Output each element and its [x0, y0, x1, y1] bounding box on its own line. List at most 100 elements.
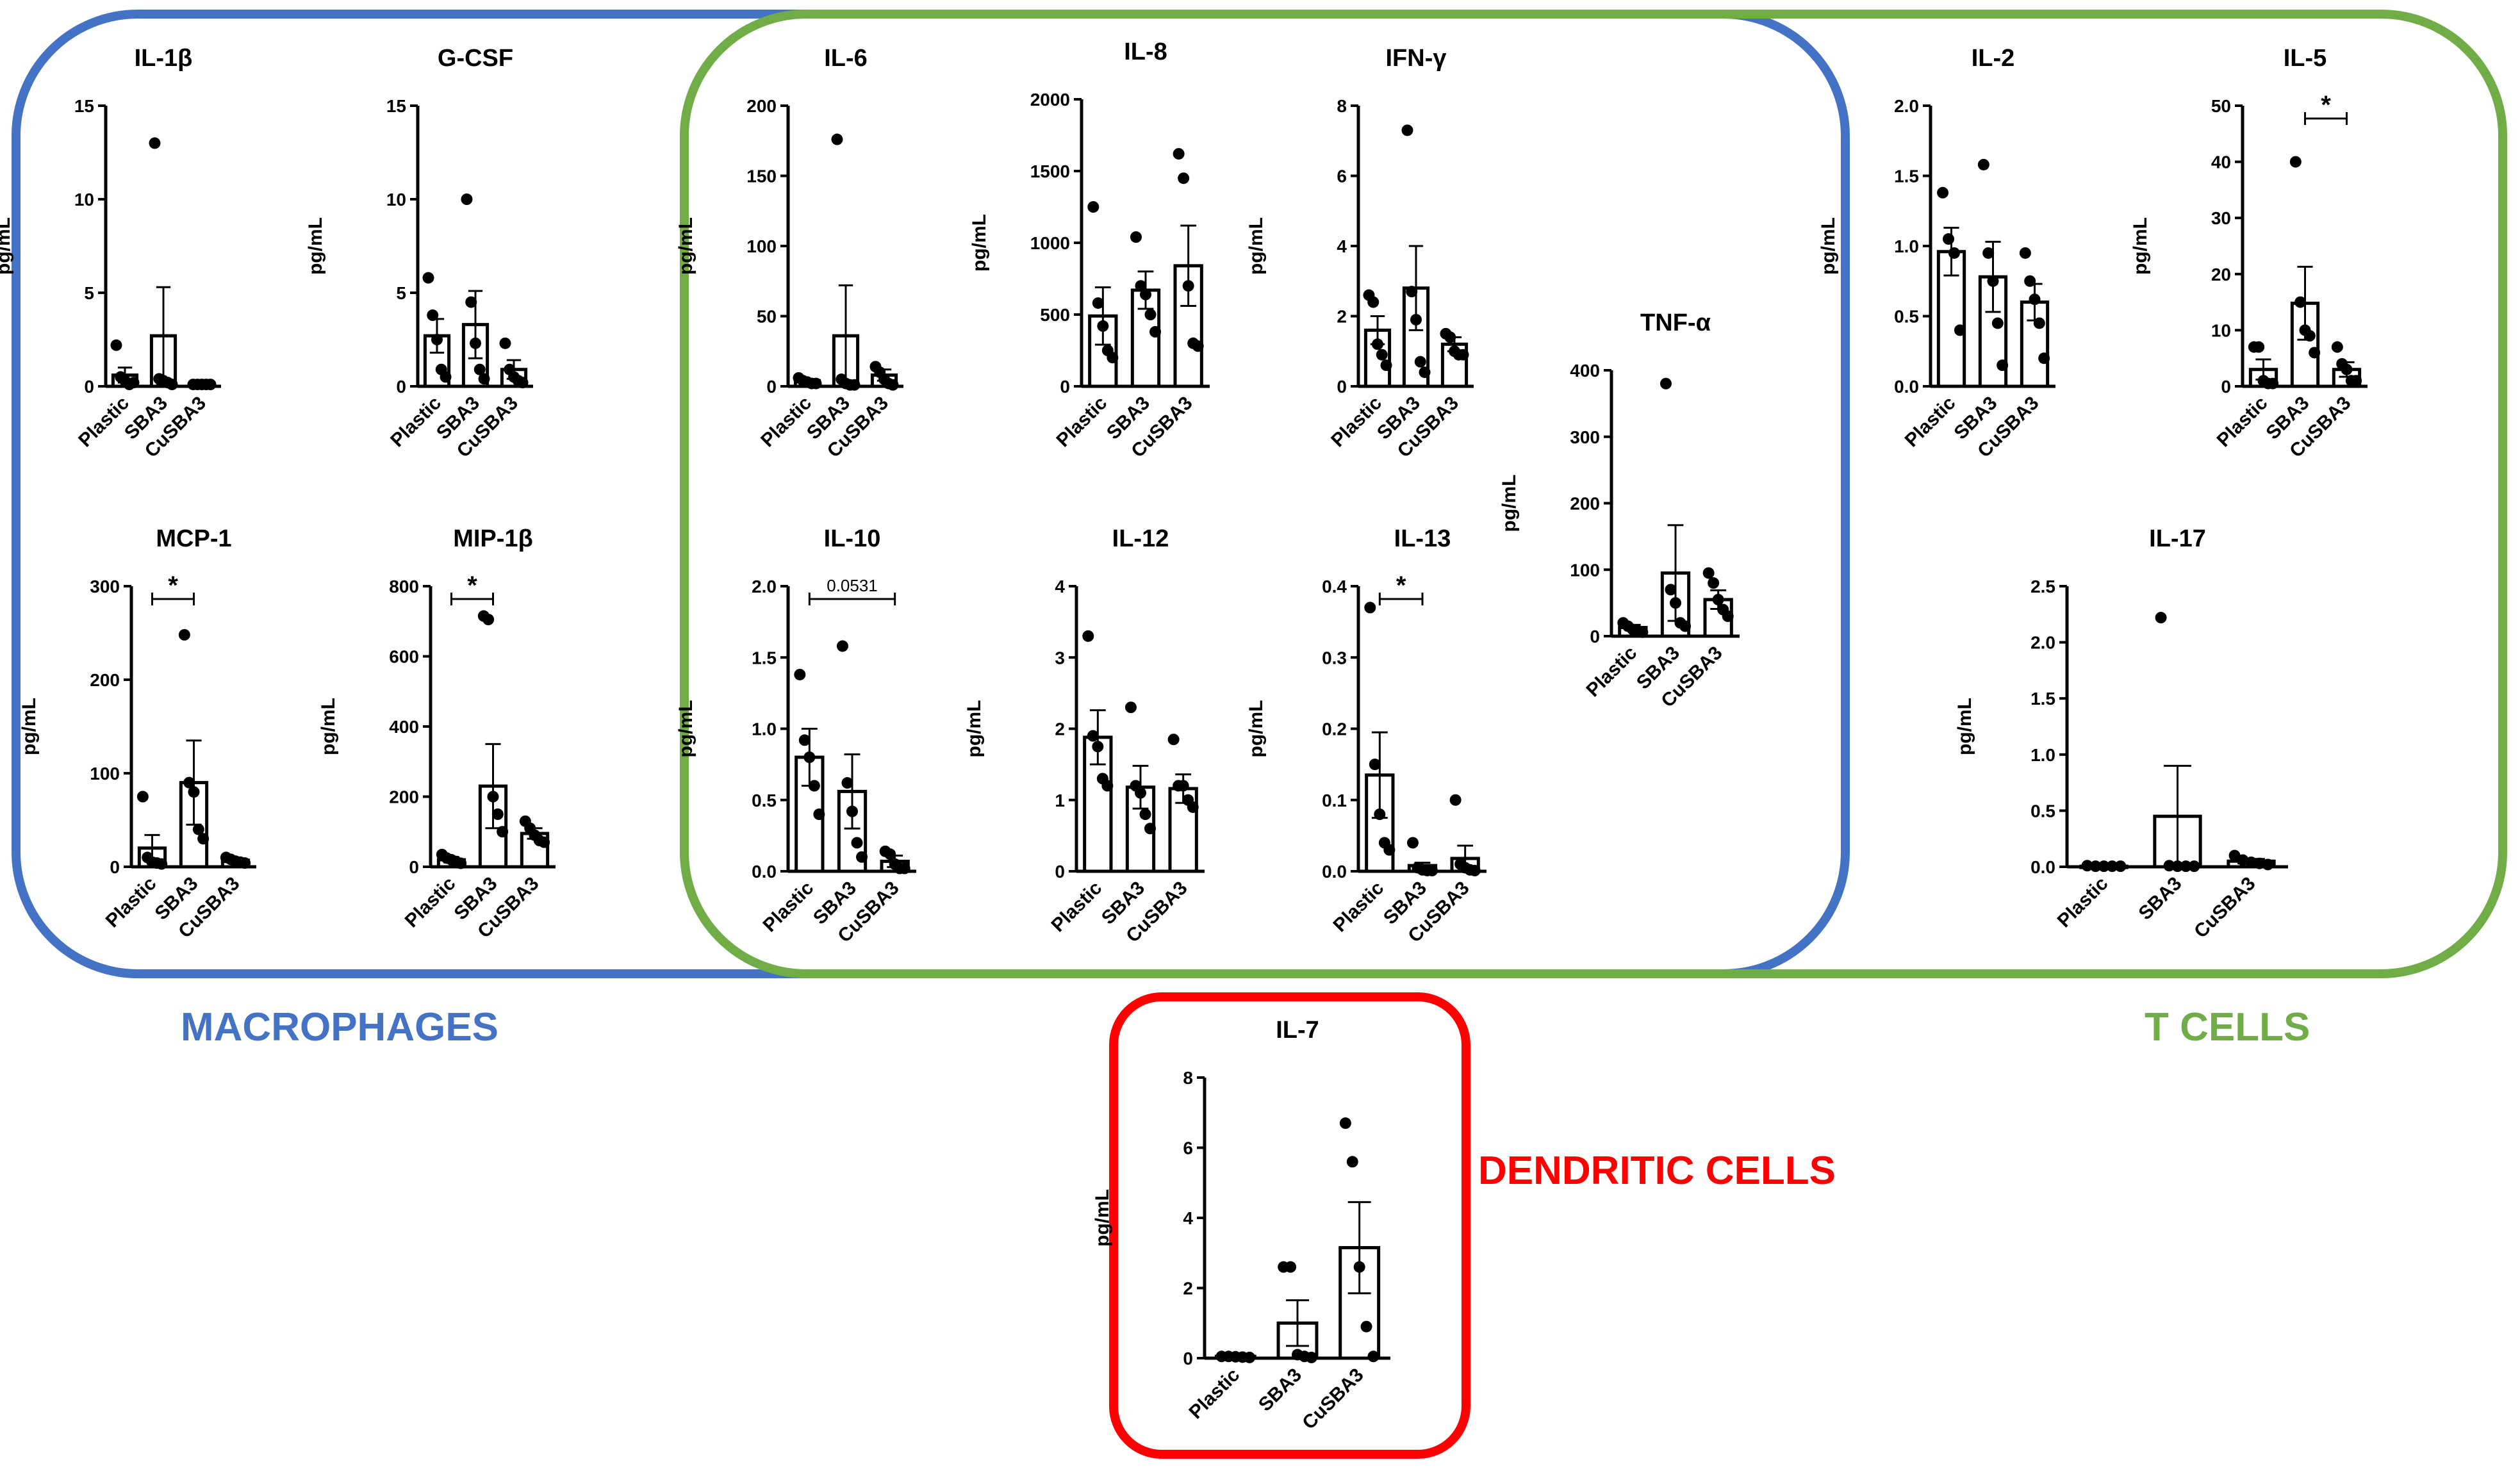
data-point: [1097, 320, 1109, 332]
y-tick-label: 2: [1337, 307, 1347, 327]
data-point: [1376, 349, 1388, 361]
chart-title: IL-8: [1124, 38, 1167, 65]
y-tick-label: 6: [1337, 167, 1347, 186]
y-tick-label: 0.0: [2030, 857, 2055, 877]
data-point: [538, 836, 550, 848]
data-point: [831, 133, 843, 145]
data-point: [1410, 313, 1422, 325]
y-tick-label: 6: [1183, 1138, 1193, 1158]
y-tick-label: 1: [1055, 791, 1065, 810]
y-tick-label: 0.5: [2030, 801, 2055, 821]
data-point: [2309, 347, 2321, 359]
data-point: [2029, 293, 2041, 306]
data-point: [1702, 567, 1715, 579]
chart-il13: IL-130.00.10.20.30.4pg/mLPlasticSBA3CuSB…: [1246, 525, 1486, 947]
y-tick-label: 0: [110, 857, 120, 877]
data-point: [1449, 794, 1462, 806]
y-axis-label: pg/mL: [2130, 217, 2151, 275]
category-label: Plastic: [1583, 643, 1642, 702]
chart-il8: IL-80500100015002000pg/mLPlasticSBA3CuSB…: [969, 38, 1210, 462]
data-point: [2303, 330, 2316, 342]
y-tick-label: 0.4: [1322, 577, 1347, 596]
data-point: [1087, 201, 1099, 213]
data-point: [1419, 366, 1431, 379]
data-point: [1144, 823, 1157, 835]
y-tick-label: 0.1: [1322, 791, 1347, 810]
y-tick-label: 50: [2211, 96, 2231, 116]
data-point: [1339, 1117, 1351, 1129]
data-point: [808, 780, 820, 792]
data-point: [1469, 864, 1481, 876]
data-point: [1679, 620, 1692, 632]
y-tick-label: 15: [386, 96, 406, 116]
data-point: [1149, 325, 1162, 338]
y-tick-label: 1500: [1030, 161, 1070, 181]
data-point: [1360, 1320, 1372, 1333]
y-tick-label: 1.0: [752, 719, 777, 739]
y-tick-label: 2: [1183, 1279, 1193, 1299]
data-point: [482, 614, 495, 626]
data-point: [1144, 309, 1157, 320]
data-point: [166, 379, 178, 391]
data-point: [1987, 275, 1999, 287]
data-point: [1346, 1156, 1358, 1168]
y-tick-label: 0.3: [1322, 648, 1347, 668]
data-point: [192, 823, 204, 835]
chart-title: IL-7: [1276, 1017, 1319, 1044]
data-point: [1092, 741, 1104, 753]
data-point: [2033, 317, 2045, 329]
chart-title: IL-17: [2149, 525, 2206, 552]
y-axis-label: pg/mL: [1246, 700, 1267, 758]
y-tick-label: 200: [389, 787, 419, 807]
data-point: [487, 791, 499, 803]
chart-title: IL-12: [1112, 525, 1169, 552]
y-tick-label: 0: [1590, 627, 1600, 646]
data-point: [1135, 787, 1146, 799]
category-label: Plastic: [1901, 393, 1960, 452]
data-point: [1937, 186, 1949, 199]
y-tick-label: 15: [74, 96, 94, 116]
y-tick-label: 500: [1040, 305, 1070, 325]
data-point: [2155, 612, 2167, 624]
data-point: [813, 808, 825, 820]
y-tick-label: 5: [84, 283, 94, 303]
data-point: [2180, 860, 2192, 873]
data-point: [1244, 1351, 1256, 1363]
chart-title: TNF-α: [1640, 309, 1711, 336]
data-point: [1135, 280, 1147, 292]
y-axis-label: pg/mL: [318, 698, 339, 755]
data-point: [1285, 1261, 1297, 1273]
y-axis-label: pg/mL: [0, 217, 14, 275]
y-tick-label: 8: [1337, 96, 1347, 116]
category-label: SBA3: [1255, 1365, 1306, 1416]
data-point: [803, 751, 816, 763]
y-tick-label: 2.0: [1894, 96, 1919, 116]
chart-title: IL-10: [824, 525, 881, 552]
y-tick-label: 8: [1183, 1068, 1193, 1088]
chart-title: IL-1β: [135, 45, 193, 72]
y-axis-label: pg/mL: [964, 700, 985, 758]
category-label: Plastic: [757, 393, 816, 452]
y-tick-label: 0.0: [1322, 862, 1347, 882]
data-point: [2294, 296, 2307, 308]
data-point: [2253, 341, 2265, 353]
data-point: [1369, 759, 1381, 771]
data-point: [239, 857, 251, 869]
chart-title: MCP-1: [156, 525, 231, 552]
data-point: [1087, 730, 1099, 742]
sig-label: *: [168, 571, 178, 600]
y-tick-label: 1.5: [752, 648, 777, 668]
data-point: [846, 805, 858, 817]
y-tick-label: 300: [1570, 427, 1600, 447]
data-point: [516, 377, 529, 389]
data-point: [1444, 331, 1456, 343]
